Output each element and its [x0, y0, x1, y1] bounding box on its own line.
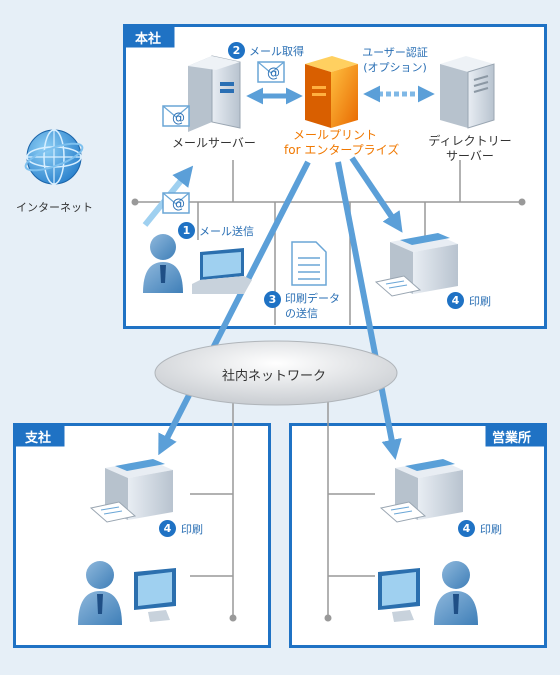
network-label: 社内ネットワーク	[222, 369, 327, 384]
directory-server-icon	[440, 56, 495, 129]
mail-envelope-icon	[162, 192, 190, 214]
step-2-label: メール取得	[249, 45, 304, 58]
mail-server-label: メールサーバー	[172, 136, 256, 150]
print-arrow-sales	[335, 161, 402, 461]
branch-line-end	[229, 614, 237, 622]
branch-office-title: 支社	[25, 431, 52, 446]
directory-label-line2: サーバー	[446, 149, 494, 163]
printer-icon	[379, 459, 463, 523]
mail-at-mark: @	[172, 197, 185, 212]
directory-label-line1: ディレクトリー	[428, 134, 512, 148]
mail-envelope-icon	[257, 61, 285, 83]
mail-print-server-icon	[305, 56, 358, 128]
step-1-badge: 1	[178, 222, 195, 239]
sales-line-end	[324, 614, 332, 622]
step-4-label: 印刷	[469, 295, 491, 308]
user-icon	[143, 234, 183, 293]
network-node-dots	[131, 198, 526, 206]
print-arrow-head	[349, 156, 403, 233]
step-3-badge: 3	[264, 291, 281, 308]
auth-label: ユーザー認証 (オプション)	[355, 45, 435, 75]
print-arrow-branch	[158, 160, 311, 456]
printer-icon	[89, 459, 173, 523]
step-4-badge: 4	[447, 292, 464, 309]
monitor-icon	[378, 568, 420, 622]
step-2-badge: 2	[228, 42, 245, 59]
branch-office-frame	[13, 423, 271, 648]
step-4-badge: 4	[159, 520, 176, 537]
product-label: メールプリント for エンタープライズ	[284, 128, 400, 158]
user-icon	[78, 561, 122, 625]
mail-at-mark: @	[267, 66, 280, 81]
laptop-icon	[192, 248, 252, 294]
step-4-badge: 4	[458, 520, 475, 537]
mail-server-icon	[188, 55, 241, 132]
mail-at-mark: @	[172, 111, 185, 126]
auth-label-line1: ユーザー認証	[362, 46, 428, 59]
step-4-label: 印刷	[181, 523, 203, 536]
directory-label: ディレクトリー サーバー	[428, 134, 512, 164]
auth-label-line2: (オプション)	[363, 61, 427, 74]
step-4-label: 印刷	[480, 523, 502, 536]
internet-label: インターネット	[16, 201, 93, 214]
step-3-label: 印刷データ の送信	[285, 291, 340, 321]
monitor-icon	[134, 568, 176, 622]
user-icon	[434, 561, 478, 625]
sales-office-frame	[289, 423, 547, 648]
remote-network-lines	[190, 395, 375, 618]
step-1-label: メール送信	[199, 225, 254, 238]
step-3-label-line2: の送信	[285, 307, 318, 320]
network-cloud	[154, 340, 398, 406]
printer-icon	[374, 233, 458, 297]
print-document-icon	[291, 241, 327, 286]
mail-envelope-icon	[162, 105, 190, 127]
sales-office-title: 営業所	[492, 431, 532, 446]
product-label-line1: メールプリント	[292, 128, 377, 142]
product-label-line2: for エンタープライズ	[284, 143, 400, 157]
globe-icon	[24, 129, 84, 185]
step-3-label-line1: 印刷データ	[285, 292, 340, 305]
head-office-title: 本社	[135, 32, 162, 47]
